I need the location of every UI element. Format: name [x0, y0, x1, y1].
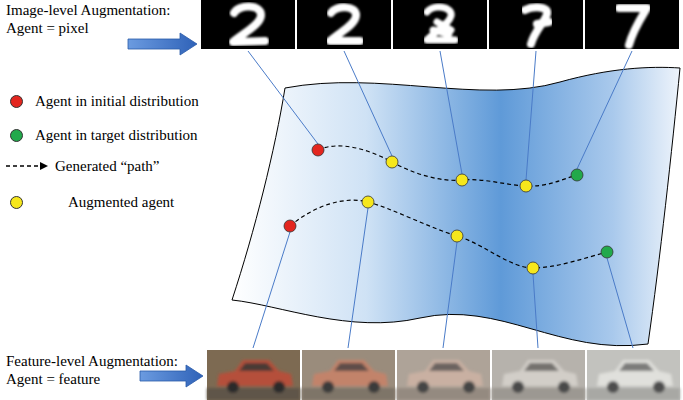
legend-item: Agent in target distribution	[10, 125, 198, 145]
block-arrow	[128, 33, 197, 55]
agent-dots	[284, 144, 613, 274]
legend-text: Augmented agent	[68, 193, 174, 211]
generated-path	[290, 146, 607, 268]
legend-text: Agent in initial distribution	[35, 92, 199, 110]
car-tile	[207, 350, 300, 400]
car-tile	[587, 350, 680, 400]
legend-text: Agent in target distribution	[35, 126, 198, 144]
augmentation-label: Feature-level Augmentation: Agent = feat…	[6, 352, 191, 388]
legend-dashed-arrow	[6, 161, 48, 171]
legend-swatch	[10, 95, 23, 108]
legend-item: Agent in initial distribution	[10, 91, 199, 111]
legend-text: Generated “path”	[55, 157, 160, 175]
car-tile	[492, 350, 585, 400]
augmentation-label: Image-level Augmentation: Agent = pixel	[6, 1, 191, 37]
leader-lines	[248, 51, 633, 348]
digit-tile	[297, 0, 391, 49]
legend-swatch	[10, 196, 23, 209]
digit-tile	[393, 0, 487, 49]
digit-tile	[489, 0, 583, 49]
car-tile	[397, 350, 490, 400]
digit-strip	[201, 0, 679, 49]
digit-tile	[585, 0, 679, 49]
legend-item: Generated “path”	[6, 156, 160, 176]
car-strip	[207, 350, 680, 400]
legend-swatch	[10, 129, 23, 142]
manifold-sheet	[232, 67, 680, 345]
legend-item: Augmented agent	[10, 192, 174, 212]
digit-tile	[201, 0, 295, 49]
car-tile	[302, 350, 395, 400]
